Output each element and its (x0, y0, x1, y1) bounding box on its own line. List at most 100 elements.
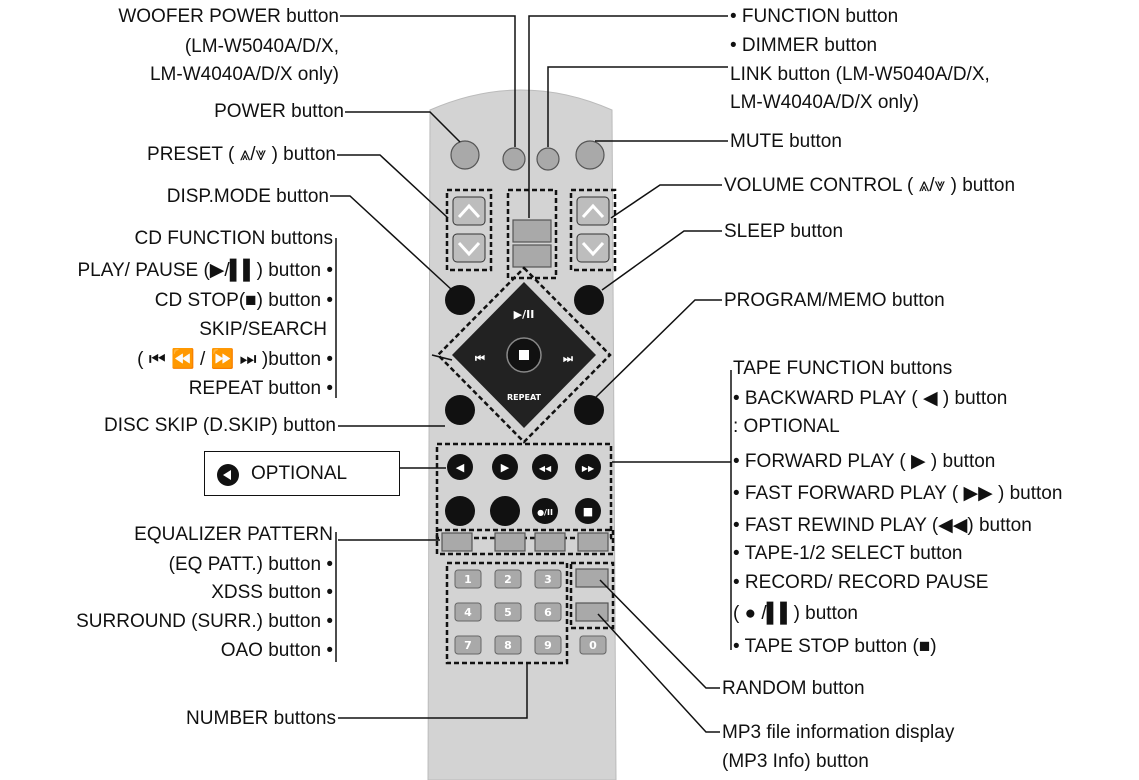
label-xdss: XDSS button • (211, 582, 333, 603)
skip-fwd-key-label: ⏭ (563, 352, 573, 365)
leader-program (594, 299, 722, 399)
leader-link (547, 66, 728, 147)
preset-down-button (452, 233, 486, 263)
power-button (450, 140, 480, 170)
woofer-power-button (502, 147, 526, 171)
number-key-6 (534, 602, 562, 622)
volume-group (569, 188, 617, 272)
leader-preset (337, 154, 449, 219)
disc-skip-button (445, 395, 475, 425)
tape-select-button (445, 496, 475, 526)
record-pause-symbol: ●/II (537, 508, 553, 517)
label-play-pause: PLAY/ PAUSE (▶/▌▌) button • (77, 260, 333, 281)
cd-control-diamond (436, 266, 612, 444)
label-woofer-power-models-1: (LM-W5040A/D/X, (184, 36, 339, 57)
leader-lines (330, 15, 732, 733)
sleep-button (574, 285, 604, 315)
label-oao: OAO button • (220, 640, 333, 661)
leader-volume (610, 184, 722, 219)
label-optional: OPTIONAL (251, 463, 348, 484)
label-disc-skip: DISC SKIP (D.SKIP) button (104, 415, 336, 436)
label-cd-stop: CD STOP(■) button • (154, 290, 333, 311)
number-key-9 (534, 635, 562, 655)
number-key-3 (534, 569, 562, 589)
label-forward-play: • FORWARD PLAY ( ▶ ) button (733, 451, 996, 472)
tape-forward-play-symbol: ▶ (501, 461, 510, 474)
oao-button (577, 532, 609, 552)
number-pad-group (445, 561, 569, 665)
label-mute: MUTE button (730, 131, 842, 152)
tape-stop-symbol: ■ (583, 505, 593, 518)
label-dimmer: • DIMMER button (730, 35, 878, 56)
number-key-2 (494, 569, 522, 589)
label-backward-optional: : OPTIONAL (733, 416, 840, 437)
number-key-label-5: 5 (504, 606, 512, 619)
number-key-label-9: 9 (544, 639, 552, 652)
xdss-button (494, 532, 526, 552)
leader-cd-diamond (431, 354, 453, 361)
preset-up-button (452, 196, 486, 226)
number-key-5 (494, 602, 522, 622)
tape-backward-play-button (447, 454, 473, 480)
tape-fast-rewind-button (532, 454, 558, 480)
label-equalizer-1: EQUALIZER PATTERN (134, 524, 333, 545)
tape-fast-rewind-symbol: ◀◀ (539, 464, 552, 473)
leader-disp-mode (330, 195, 453, 291)
leader-number (338, 663, 528, 719)
surround-button (534, 532, 566, 552)
repeat-key-label: REPEAT (507, 393, 542, 402)
number-key-label-0: 0 (589, 639, 597, 652)
label-random: RANDOM button (722, 678, 865, 699)
label-number: NUMBER buttons (186, 708, 336, 729)
random-button (575, 568, 609, 588)
leader-function (528, 15, 728, 218)
number-key-8 (494, 635, 522, 655)
number-key-label-8: 8 (504, 639, 512, 652)
leader-power (345, 111, 461, 143)
label-disp-mode: DISP.MODE button (166, 186, 329, 207)
number-key-label-4: 4 (464, 606, 472, 619)
label-repeat: REPEAT button • (188, 378, 333, 399)
label-power: POWER button (214, 101, 344, 122)
label-tape-select: • TAPE-1/2 SELECT button (733, 543, 963, 564)
tape-backward-play-symbol: ◀ (456, 461, 465, 474)
label-tape-function: TAPE FUNCTION buttons (733, 358, 953, 379)
backward-play-icon (217, 464, 239, 486)
label-mp3-info-1: MP3 file information display (722, 722, 955, 743)
record-pause-button (532, 498, 558, 524)
function-button (512, 219, 552, 243)
eq-patt-button (441, 532, 473, 552)
leader-woofer-power (340, 15, 516, 147)
function-dimmer-group (506, 188, 558, 280)
label-link-2: LM-W4040A/D/X only) (730, 92, 920, 113)
disp-mode-button (445, 285, 475, 315)
cd-stop-icon (519, 350, 529, 360)
number-key-0 (579, 635, 607, 655)
label-tape-stop: • TAPE STOP button (■) (733, 636, 937, 657)
label-backward-play: • BACKWARD PLAY ( ◀ ) button (733, 388, 1008, 409)
tape-row-1: ◀ ▶ ◀◀ ▶▶ (447, 454, 601, 480)
label-program-memo: PROGRAM/MEMO button (724, 290, 945, 311)
volume-up-icon (581, 203, 605, 219)
label-record-1: • RECORD/ RECORD PAUSE (733, 572, 989, 593)
number-key-4 (454, 602, 482, 622)
label-skip-search-symbols: ( ⏮ ⏪ / ⏩ ⏭ )button • (137, 349, 333, 370)
play-pause-key-label: ▶/II (514, 308, 535, 321)
label-cd-function: CD FUNCTION buttons (134, 228, 333, 249)
tape-fast-forward-symbol: ▶▶ (582, 464, 595, 473)
number-key-label-2: 2 (504, 573, 512, 586)
number-key-label-6: 6 (544, 606, 552, 619)
program-memo-button (574, 395, 604, 425)
number-key-label-1: 1 (464, 573, 472, 586)
label-fast-rewind: • FAST REWIND PLAY (◀◀) button (733, 515, 1032, 536)
leader-mp3-info (597, 613, 720, 733)
label-skip-search: SKIP/SEARCH (199, 319, 327, 340)
label-woofer-power-models-2: LM-W4040A/D/X only) (149, 64, 339, 85)
random-mp3-group (569, 561, 615, 630)
tape-fast-forward-button (575, 454, 601, 480)
label-fast-forward: • FAST FORWARD PLAY ( ▶▶ ) button (733, 483, 1063, 504)
label-record-2: ( ● /▌▌) button (733, 603, 858, 624)
